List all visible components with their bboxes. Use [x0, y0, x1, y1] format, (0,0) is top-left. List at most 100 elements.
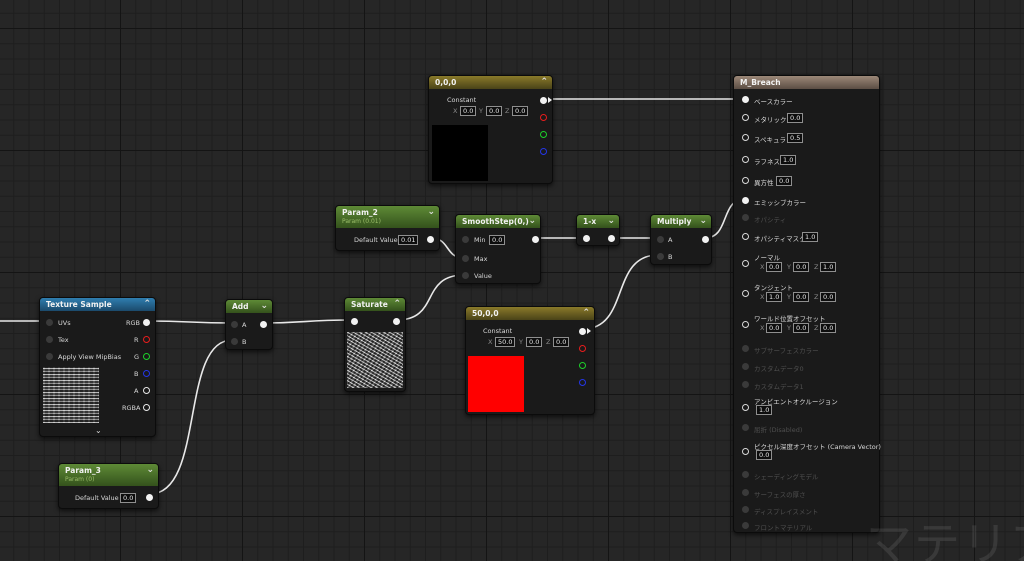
node-header[interactable]: M_Breach — [734, 76, 879, 89]
node-material-output[interactable]: M_Breach ベースカラー メタリック 0.0 スペキュラ 0.5 ラフネス… — [733, 75, 881, 533]
collapse-chevron-icon[interactable]: ⌄ — [528, 216, 536, 226]
metallic-pin[interactable] — [742, 114, 749, 121]
node-constant-red[interactable]: 50,0,0⌃ Constant X 50.0 Y 0.0 Z 0.0 — [465, 306, 595, 415]
r-output-pin[interactable] — [143, 336, 150, 343]
node-header[interactable]: 50,0,0⌃ — [466, 307, 594, 320]
anisotropy-pin[interactable] — [742, 177, 749, 184]
pdo-input[interactable]: 0.0 — [756, 450, 773, 460]
rgb-output-pin[interactable] — [143, 319, 150, 326]
b-input-pin[interactable] — [231, 338, 238, 345]
min-value-input[interactable]: 0.0 — [489, 235, 506, 245]
specular-pin[interactable] — [742, 134, 749, 141]
green-output-pin[interactable] — [540, 131, 547, 138]
roughness-pin[interactable] — [742, 156, 749, 163]
tex-input-pin[interactable] — [46, 336, 53, 343]
custom1-pin[interactable] — [742, 381, 749, 388]
rgba-output-pin[interactable] — [143, 404, 150, 411]
front-material-pin[interactable] — [742, 522, 749, 529]
wpo-pin[interactable] — [742, 321, 749, 328]
base-color-pin[interactable] — [742, 96, 749, 103]
mipbias-input-pin[interactable] — [46, 353, 53, 360]
custom0-pin[interactable] — [742, 363, 749, 370]
collapse-chevron-icon[interactable]: ⌄ — [427, 207, 435, 217]
ao-input[interactable]: 1.0 — [756, 405, 773, 415]
ao-pin[interactable] — [742, 404, 749, 411]
node-texture-sample[interactable]: Texture Sample⌃ UVs RGB Tex R Apply View… — [39, 297, 156, 437]
red-output-pin[interactable] — [540, 114, 547, 121]
collapse-chevron-icon[interactable]: ⌃ — [143, 299, 151, 309]
node-constant-black[interactable]: 0,0,0⌃ Constant X 0.0 Y 0.0 Z 0.0 — [428, 75, 553, 184]
value-input-pin[interactable] — [462, 272, 469, 279]
normal-y-input[interactable]: 0.0 — [793, 262, 810, 272]
output-pin[interactable] — [540, 97, 547, 104]
output-pin[interactable] — [608, 235, 615, 242]
tangent-x-input[interactable]: 1.0 — [766, 292, 783, 302]
output-pin[interactable] — [260, 321, 267, 328]
node-header[interactable]: Add⌄ — [226, 300, 272, 313]
a-output-pin[interactable] — [143, 387, 150, 394]
blue-output-pin[interactable] — [579, 379, 586, 386]
min-input-pin[interactable] — [462, 236, 469, 243]
output-pin[interactable] — [146, 494, 153, 501]
normal-x-input[interactable]: 0.0 — [766, 262, 783, 272]
node-saturate[interactable]: Saturate⌃ — [344, 297, 406, 392]
collapse-chevron-icon[interactable]: ⌄ — [607, 216, 615, 226]
emissive-pin[interactable] — [742, 197, 749, 204]
y-value-input[interactable]: 0.0 — [486, 106, 503, 116]
output-pin[interactable] — [393, 318, 400, 325]
node-multiply[interactable]: Multiply⌄ A B — [650, 214, 712, 265]
wpo-z-input[interactable]: 0.0 — [820, 323, 837, 333]
z-value-input[interactable]: 0.0 — [553, 337, 570, 347]
node-header[interactable]: Multiply⌄ — [651, 215, 711, 228]
refraction-pin[interactable] — [742, 424, 749, 431]
x-value-input[interactable]: 50.0 — [495, 337, 516, 347]
input-pin[interactable] — [583, 235, 590, 242]
output-pin[interactable] — [427, 236, 434, 243]
displacement-pin[interactable] — [742, 506, 749, 513]
node-header[interactable]: 1-x⌄ — [577, 215, 619, 228]
input-pin[interactable] — [351, 318, 358, 325]
normal-pin[interactable] — [742, 260, 749, 267]
surface-thickness-pin[interactable] — [742, 489, 749, 496]
collapse-chevron-icon[interactable]: ⌃ — [540, 77, 548, 87]
specular-input[interactable]: 0.5 — [787, 133, 804, 143]
wpo-y-input[interactable]: 0.0 — [793, 323, 810, 333]
shading-model-pin[interactable] — [742, 471, 749, 478]
a-input-pin[interactable] — [231, 321, 238, 328]
g-output-pin[interactable] — [143, 353, 150, 360]
collapse-chevron-icon[interactable]: ⌄ — [260, 301, 268, 311]
a-input-pin[interactable] — [657, 236, 664, 243]
collapse-chevron-icon[interactable]: ⌄ — [699, 216, 707, 226]
output-pin[interactable] — [532, 236, 539, 243]
wpo-x-input[interactable]: 0.0 — [766, 323, 783, 333]
node-header[interactable]: Texture Sample⌃ — [40, 298, 155, 311]
z-value-input[interactable]: 0.0 — [512, 106, 529, 116]
red-output-pin[interactable] — [579, 345, 586, 352]
y-value-input[interactable]: 0.0 — [526, 337, 543, 347]
b-input-pin[interactable] — [657, 253, 664, 260]
metallic-input[interactable]: 0.0 — [787, 113, 804, 123]
collapse-chevron-icon[interactable]: ⌄ — [146, 465, 154, 475]
collapse-chevron-icon[interactable]: ⌃ — [582, 308, 590, 318]
normal-z-input[interactable]: 1.0 — [820, 262, 837, 272]
anisotropy-input[interactable]: 0.0 — [776, 176, 793, 186]
default-value-input[interactable]: 0.01 — [398, 235, 419, 245]
output-pin[interactable] — [579, 328, 586, 335]
output-pin[interactable] — [702, 236, 709, 243]
node-header[interactable]: SmoothStep(0,)⌄ — [456, 215, 540, 228]
node-header[interactable]: Saturate⌃ — [345, 298, 405, 311]
tangent-y-input[interactable]: 0.0 — [793, 292, 810, 302]
uvs-input-pin[interactable] — [46, 319, 53, 326]
node-add[interactable]: Add⌄ A B — [225, 299, 273, 350]
opacity-mask-pin[interactable] — [742, 233, 749, 240]
expand-chevron-icon[interactable]: ⌄ — [95, 426, 102, 435]
opacity-pin[interactable] — [742, 214, 749, 221]
opacity-mask-input[interactable]: 1.0 — [802, 232, 819, 242]
green-output-pin[interactable] — [579, 362, 586, 369]
x-value-input[interactable]: 0.0 — [460, 106, 477, 116]
node-header[interactable]: 0,0,0⌃ — [429, 76, 552, 89]
